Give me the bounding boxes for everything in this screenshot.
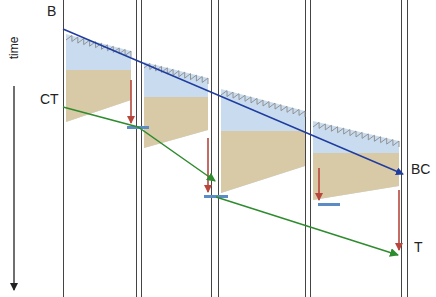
- block-region: [221, 131, 305, 193]
- axis-label: B: [47, 4, 56, 18]
- time-axis: [13, 86, 14, 290]
- axis-label: BC: [411, 162, 430, 176]
- packet-blocks: [66, 34, 399, 200]
- delay-arrows: [131, 80, 399, 250]
- block-region: [144, 97, 208, 148]
- block-region: [66, 34, 131, 122]
- node-lines: [64, 0, 408, 297]
- bandwidth-line: [63, 29, 403, 174]
- sawtooth: [221, 91, 305, 117]
- block-region: [313, 153, 399, 200]
- block-region: [221, 89, 305, 193]
- sawtooth: [144, 64, 208, 85]
- block-region: [144, 62, 208, 148]
- axis-label: T: [414, 240, 423, 254]
- axis-label: time: [8, 37, 20, 60]
- cut-through-line: [63, 107, 398, 255]
- sawtooth: [313, 122, 399, 147]
- axis-label: CT: [40, 92, 59, 106]
- block-region: [313, 121, 399, 200]
- block-region: [66, 70, 131, 122]
- sync-bars: [127, 126, 340, 206]
